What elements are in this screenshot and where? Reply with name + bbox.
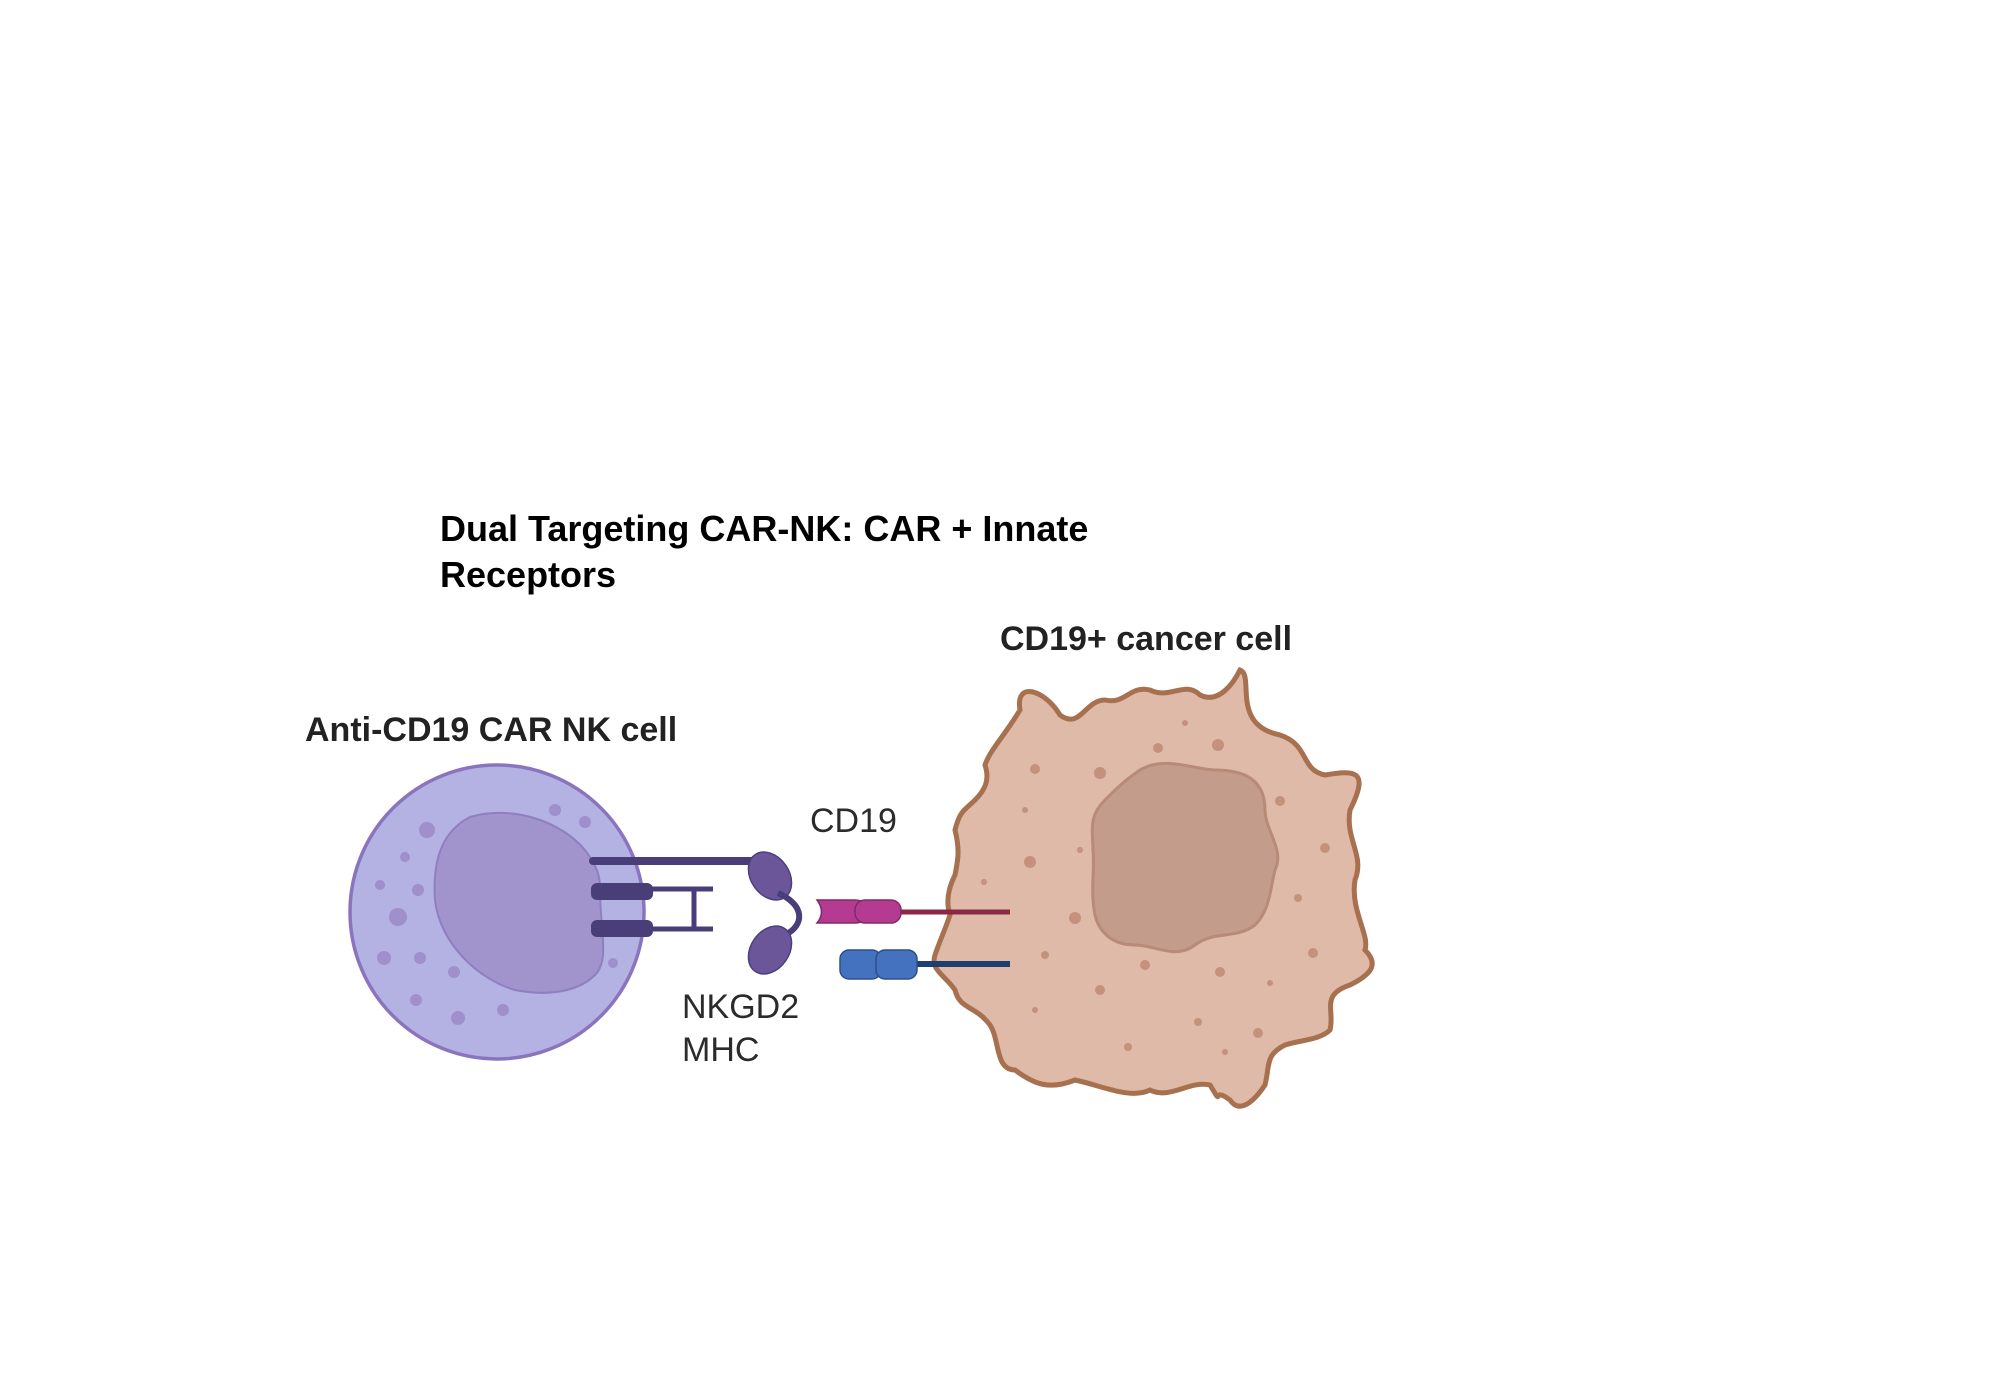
car-receptor [589, 851, 803, 975]
cancer-cell-granules [981, 720, 1330, 1055]
cd19-label: CD19 [810, 802, 897, 840]
cancer-cell [931, 666, 1375, 1109]
diagram-title-line-1: Dual Targeting CAR-NK: CAR + Innate [440, 508, 1088, 549]
cancer-cell-nucleus [1090, 761, 1280, 954]
diagram-title-line-2: Receptors [440, 554, 616, 595]
nkgd2-label: NKGD2 [682, 988, 799, 1026]
cd19-antigen [815, 899, 1010, 924]
nk-cell-label: Anti-CD19 CAR NK cell [305, 711, 677, 749]
car-binding-domain-lower [747, 925, 793, 975]
cancer-cell-label: CD19+ cancer cell [1000, 620, 1292, 658]
nk-cell-granules [375, 804, 618, 1025]
mhc-label: MHC [682, 1031, 759, 1069]
mhc-ligand [839, 949, 1010, 980]
nk-cell [348, 763, 646, 1061]
nkg2d-receptor [591, 883, 713, 937]
nk-cell-nucleus [433, 811, 605, 994]
